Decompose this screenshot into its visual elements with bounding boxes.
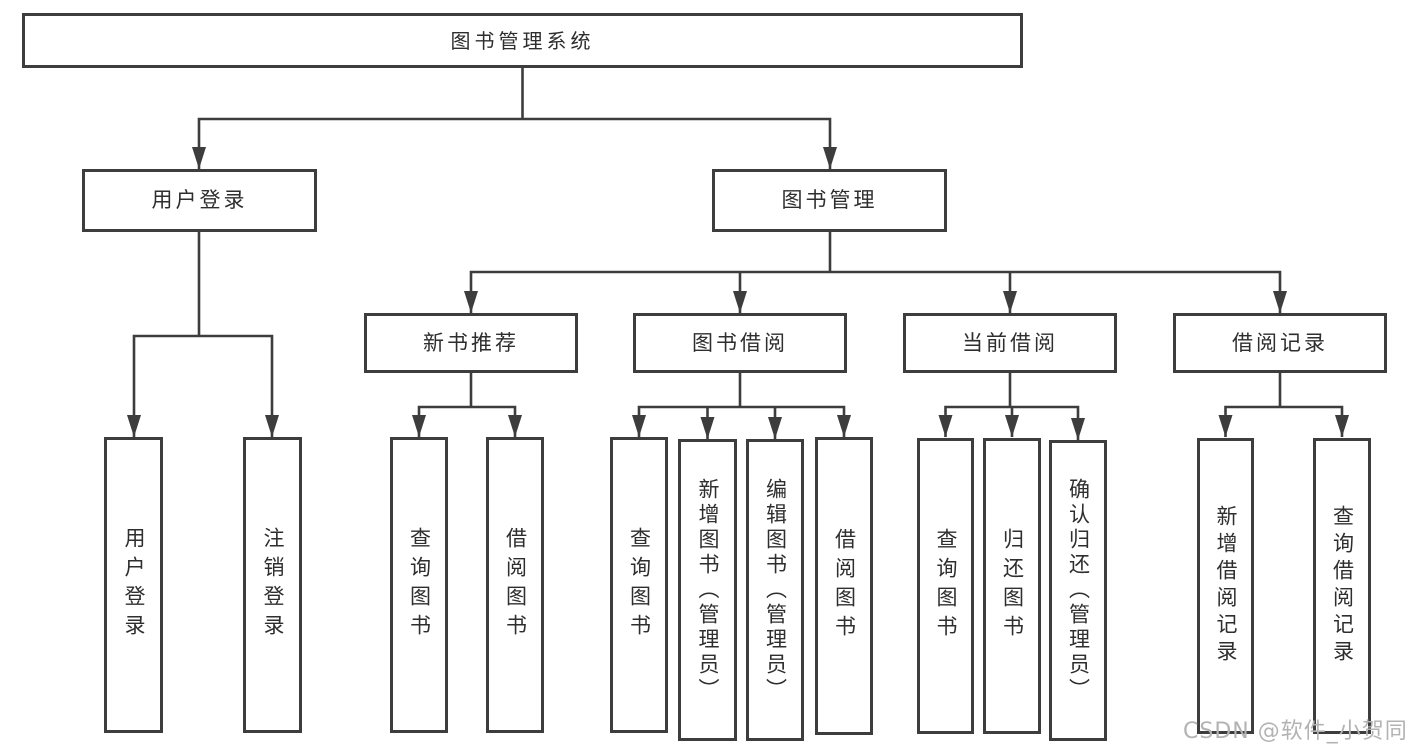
node-label: 借阅记录 — [1232, 330, 1328, 355]
leaf-label: 归还图书 — [1000, 528, 1025, 644]
node-user-login: 用户登录 — [82, 169, 317, 232]
node-label: 新书推荐 — [423, 330, 519, 355]
leaf-label: 借阅图书 — [832, 528, 857, 644]
csdn-watermark: CSDN @软件_小贺同学 — [1183, 719, 1405, 744]
leaf-label: 编辑图书（管理员） — [763, 477, 788, 703]
leaf-add-books-admin: 新增图书（管理员） — [678, 439, 737, 741]
leaf-label: 查询图书 — [934, 528, 958, 644]
leaf-label: 查询图书 — [627, 527, 652, 643]
leaf-confirm-return-admin: 确认归还（管理员） — [1049, 440, 1107, 741]
node-borrow-record: 借阅记录 — [1173, 313, 1387, 373]
node-book-borrow: 图书借阅 — [633, 313, 847, 373]
leaf-label: 用户登录 — [122, 527, 146, 643]
node-label: 图书管理系统 — [450, 28, 595, 53]
leaf-label: 借阅图书 — [503, 527, 528, 643]
node-current-borrow: 当前借阅 — [903, 313, 1117, 373]
leaf-label: 查询借阅记录 — [1330, 505, 1355, 667]
leaf-label: 确认归还（管理员） — [1066, 478, 1091, 703]
leaf-add-borrow-record: 新增借阅记录 — [1197, 438, 1254, 734]
node-library-system-root: 图书管理系统 — [22, 13, 1023, 68]
leaf-logout: 注销登录 — [243, 437, 302, 733]
leaf-borrow-books: 借阅图书 — [815, 437, 873, 735]
leaf-query-books-current: 查询图书 — [917, 438, 974, 734]
leaf-query-books-borrow: 查询图书 — [610, 437, 668, 733]
leaf-edit-books-admin: 编辑图书（管理员） — [746, 439, 804, 741]
leaf-label: 查询图书 — [407, 527, 432, 643]
node-label: 图书管理 — [781, 188, 878, 212]
leaf-query-books-recommend: 查询图书 — [390, 437, 448, 733]
leaf-label: 注销登录 — [261, 527, 285, 643]
leaf-user-login: 用户登录 — [104, 437, 163, 733]
node-label: 当前借阅 — [962, 330, 1058, 355]
node-label: 用户登录 — [151, 188, 248, 212]
leaf-query-borrow-record: 查询借阅记录 — [1313, 438, 1371, 734]
leaf-label: 新增图书（管理员） — [696, 477, 720, 703]
node-book-management: 图书管理 — [712, 169, 947, 232]
leaf-label: 新增借阅记录 — [1214, 505, 1238, 667]
leaf-return-books: 归还图书 — [983, 438, 1041, 734]
node-label: 图书借阅 — [692, 330, 788, 355]
node-new-book-recommend: 新书推荐 — [364, 313, 578, 373]
leaf-borrow-books-recommend: 借阅图书 — [486, 437, 544, 733]
